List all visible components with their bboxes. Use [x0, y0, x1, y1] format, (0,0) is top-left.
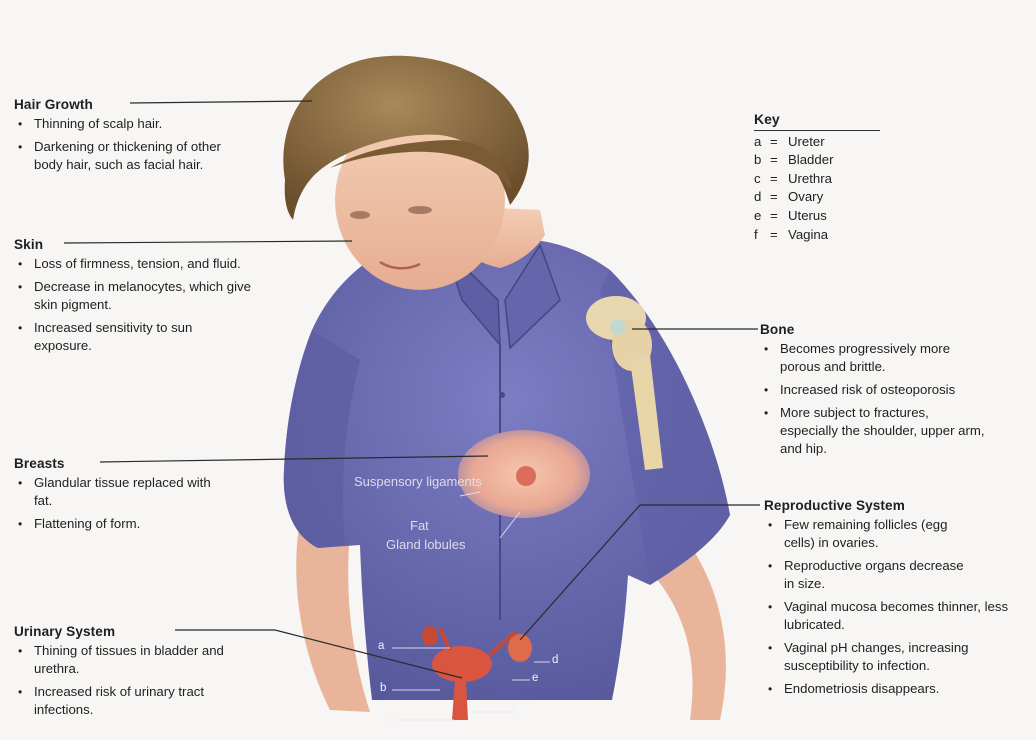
list-item: Darkening or thickening of other body ha…	[14, 138, 249, 174]
list-item: More subject to fractures, especially th…	[760, 404, 990, 458]
organ-letter-c: c	[384, 712, 390, 724]
key-title: Key	[754, 110, 880, 131]
key-row: e=Uterus	[754, 207, 880, 226]
list-item: Increased risk of osteoporosis	[760, 381, 1035, 399]
key-row: b=Bladder	[754, 151, 880, 170]
suspensory-ligaments-label: Suspensory ligaments	[354, 474, 464, 489]
organ-letter-e: e	[532, 672, 538, 684]
list-item: Glandular tissue replaced with fat.	[14, 474, 214, 510]
urinary-system-title: Urinary System	[14, 623, 264, 641]
list-item: Thining of tissues in bladder and urethr…	[14, 642, 224, 678]
list-item: Vaginal mucosa becomes thinner, less lub…	[764, 598, 1014, 634]
organ-letter-a: a	[378, 640, 384, 652]
reproductive-system-section: Reproductive System Few remaining follic…	[764, 497, 1024, 703]
organ-letter-f: f	[512, 704, 515, 716]
left-hand	[296, 520, 370, 712]
hair-growth-section: Hair Growth Thinning of scalp hair. Dark…	[14, 96, 264, 179]
reproductive-system-list: Few remaining follicles (egg cells) in o…	[764, 516, 1024, 698]
urinary-system-list: Thining of tissues in bladder and urethr…	[14, 642, 264, 719]
list-item: Decrease in melanocytes, which give skin…	[14, 278, 259, 314]
bone-list: Becomes progressively more porous and br…	[760, 340, 1030, 458]
organ-letter-d: d	[552, 654, 558, 666]
list-item: Vaginal pH changes, increasing susceptib…	[764, 639, 1014, 675]
list-item: Flattening of form.	[14, 515, 244, 533]
skin-section: Skin Loss of firmness, tension, and flui…	[14, 236, 264, 360]
fat-label: Fat	[410, 518, 429, 533]
key-row: d=Ovary	[754, 188, 880, 207]
key-row: c=Urethra	[754, 170, 880, 189]
urinary-system-section: Urinary System Thining of tissues in bla…	[14, 623, 264, 724]
key-row: f=Vagina	[754, 226, 880, 245]
organ-letter-b: b	[380, 682, 386, 694]
list-item: Few remaining follicles (egg cells) in o…	[764, 516, 974, 552]
breasts-section: Breasts Glandular tissue replaced with f…	[14, 455, 244, 538]
list-item: Increased sensitivity to sun exposure.	[14, 319, 239, 355]
reproductive-system-title: Reproductive System	[764, 497, 1024, 515]
bone-section: Bone Becomes progressively more porous a…	[760, 321, 1030, 463]
hair-growth-title: Hair Growth	[14, 96, 264, 114]
bone-title: Bone	[760, 321, 1030, 339]
organ-key: Key a=Ureter b=Bladder c=Urethra d=Ovary…	[754, 110, 880, 244]
skin-title: Skin	[14, 236, 264, 254]
list-item: Becomes progressively more porous and br…	[760, 340, 980, 376]
gland-lobules-label: Gland lobules	[386, 537, 466, 552]
list-item: Loss of firmness, tension, and fluid.	[14, 255, 254, 273]
list-item: Thinning of scalp hair.	[14, 115, 264, 133]
list-item: Endometriosis disappears.	[764, 680, 1024, 698]
list-item: Increased risk of urinary tract infectio…	[14, 683, 264, 719]
key-row: a=Ureter	[754, 133, 880, 152]
skin-list: Loss of firmness, tension, and fluid. De…	[14, 255, 264, 355]
breasts-list: Glandular tissue replaced with fat. Flat…	[14, 474, 244, 533]
list-item: Reproductive organs decrease in size.	[764, 557, 964, 593]
breasts-title: Breasts	[14, 455, 244, 473]
hair-growth-list: Thinning of scalp hair. Darkening or thi…	[14, 115, 264, 174]
